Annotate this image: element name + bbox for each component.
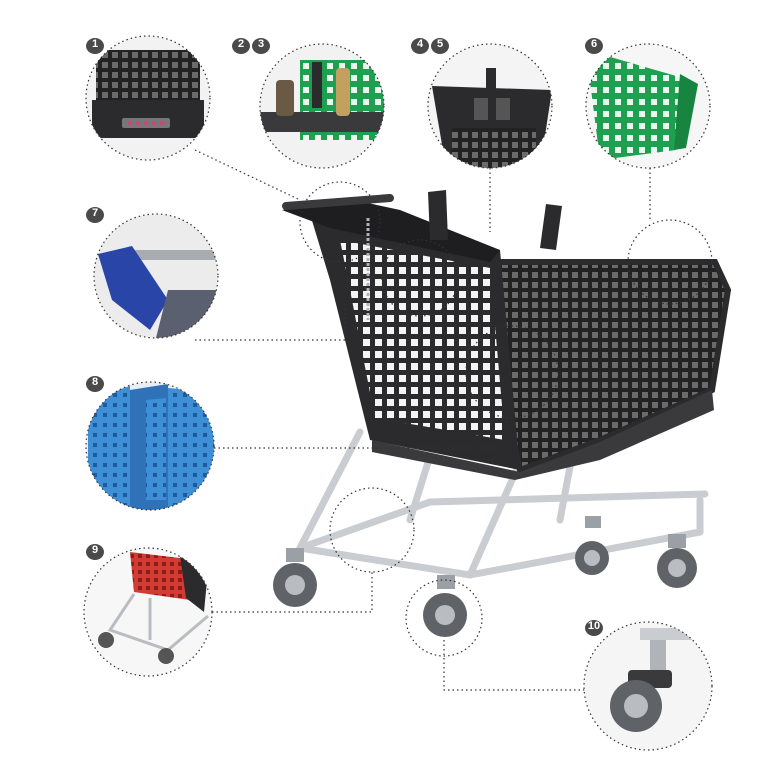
handle-top-bar [282, 194, 394, 210]
cart-handle [282, 198, 500, 262]
detail-circle-10 [583, 621, 713, 751]
detail-circle-1 [85, 35, 211, 161]
main-cart [273, 190, 732, 637]
callout-badge-2-3: 2 3 [232, 38, 270, 56]
callout-number: 4 [411, 38, 429, 54]
detail-circle-6 [585, 43, 711, 169]
callout-number: 3 [252, 38, 270, 54]
callout-badge-6: 6 [585, 38, 603, 56]
callout-badge-10: 10 [585, 620, 603, 638]
detail-circle-8 [85, 381, 215, 511]
detail-circle-7 [93, 213, 219, 339]
basket-base [372, 390, 714, 480]
seat-post-right [540, 204, 562, 250]
wheel-front-right [423, 575, 467, 637]
callout-badge-9: 9 [86, 544, 104, 562]
callout-number: 9 [86, 544, 104, 560]
callout-badge-7: 7 [86, 207, 104, 225]
callout-number: 8 [86, 376, 104, 392]
callout-number: 6 [585, 38, 603, 54]
callout-number: 10 [585, 620, 603, 636]
cart-wheels [273, 516, 697, 637]
seat-post-left [428, 190, 448, 240]
leader-lines [194, 149, 713, 691]
detail-circle-4-5 [427, 43, 553, 169]
wheel-rear-right [657, 534, 697, 588]
callout-number: 5 [431, 38, 449, 54]
wheel-front-left [273, 548, 317, 607]
cart-chassis [296, 428, 709, 579]
callout-number: 1 [86, 38, 104, 54]
callout-badge-8: 8 [86, 376, 104, 394]
detail-circle-9 [83, 547, 213, 677]
callout-badge-1: 1 [86, 38, 104, 56]
callout-number: 7 [86, 207, 104, 223]
callout-number: 2 [232, 38, 250, 54]
callout-badge-4-5: 4 5 [411, 38, 449, 56]
basket-front-grid [340, 240, 505, 440]
wheel-rear-left [575, 516, 609, 575]
detail-circle-2-3 [259, 43, 385, 169]
